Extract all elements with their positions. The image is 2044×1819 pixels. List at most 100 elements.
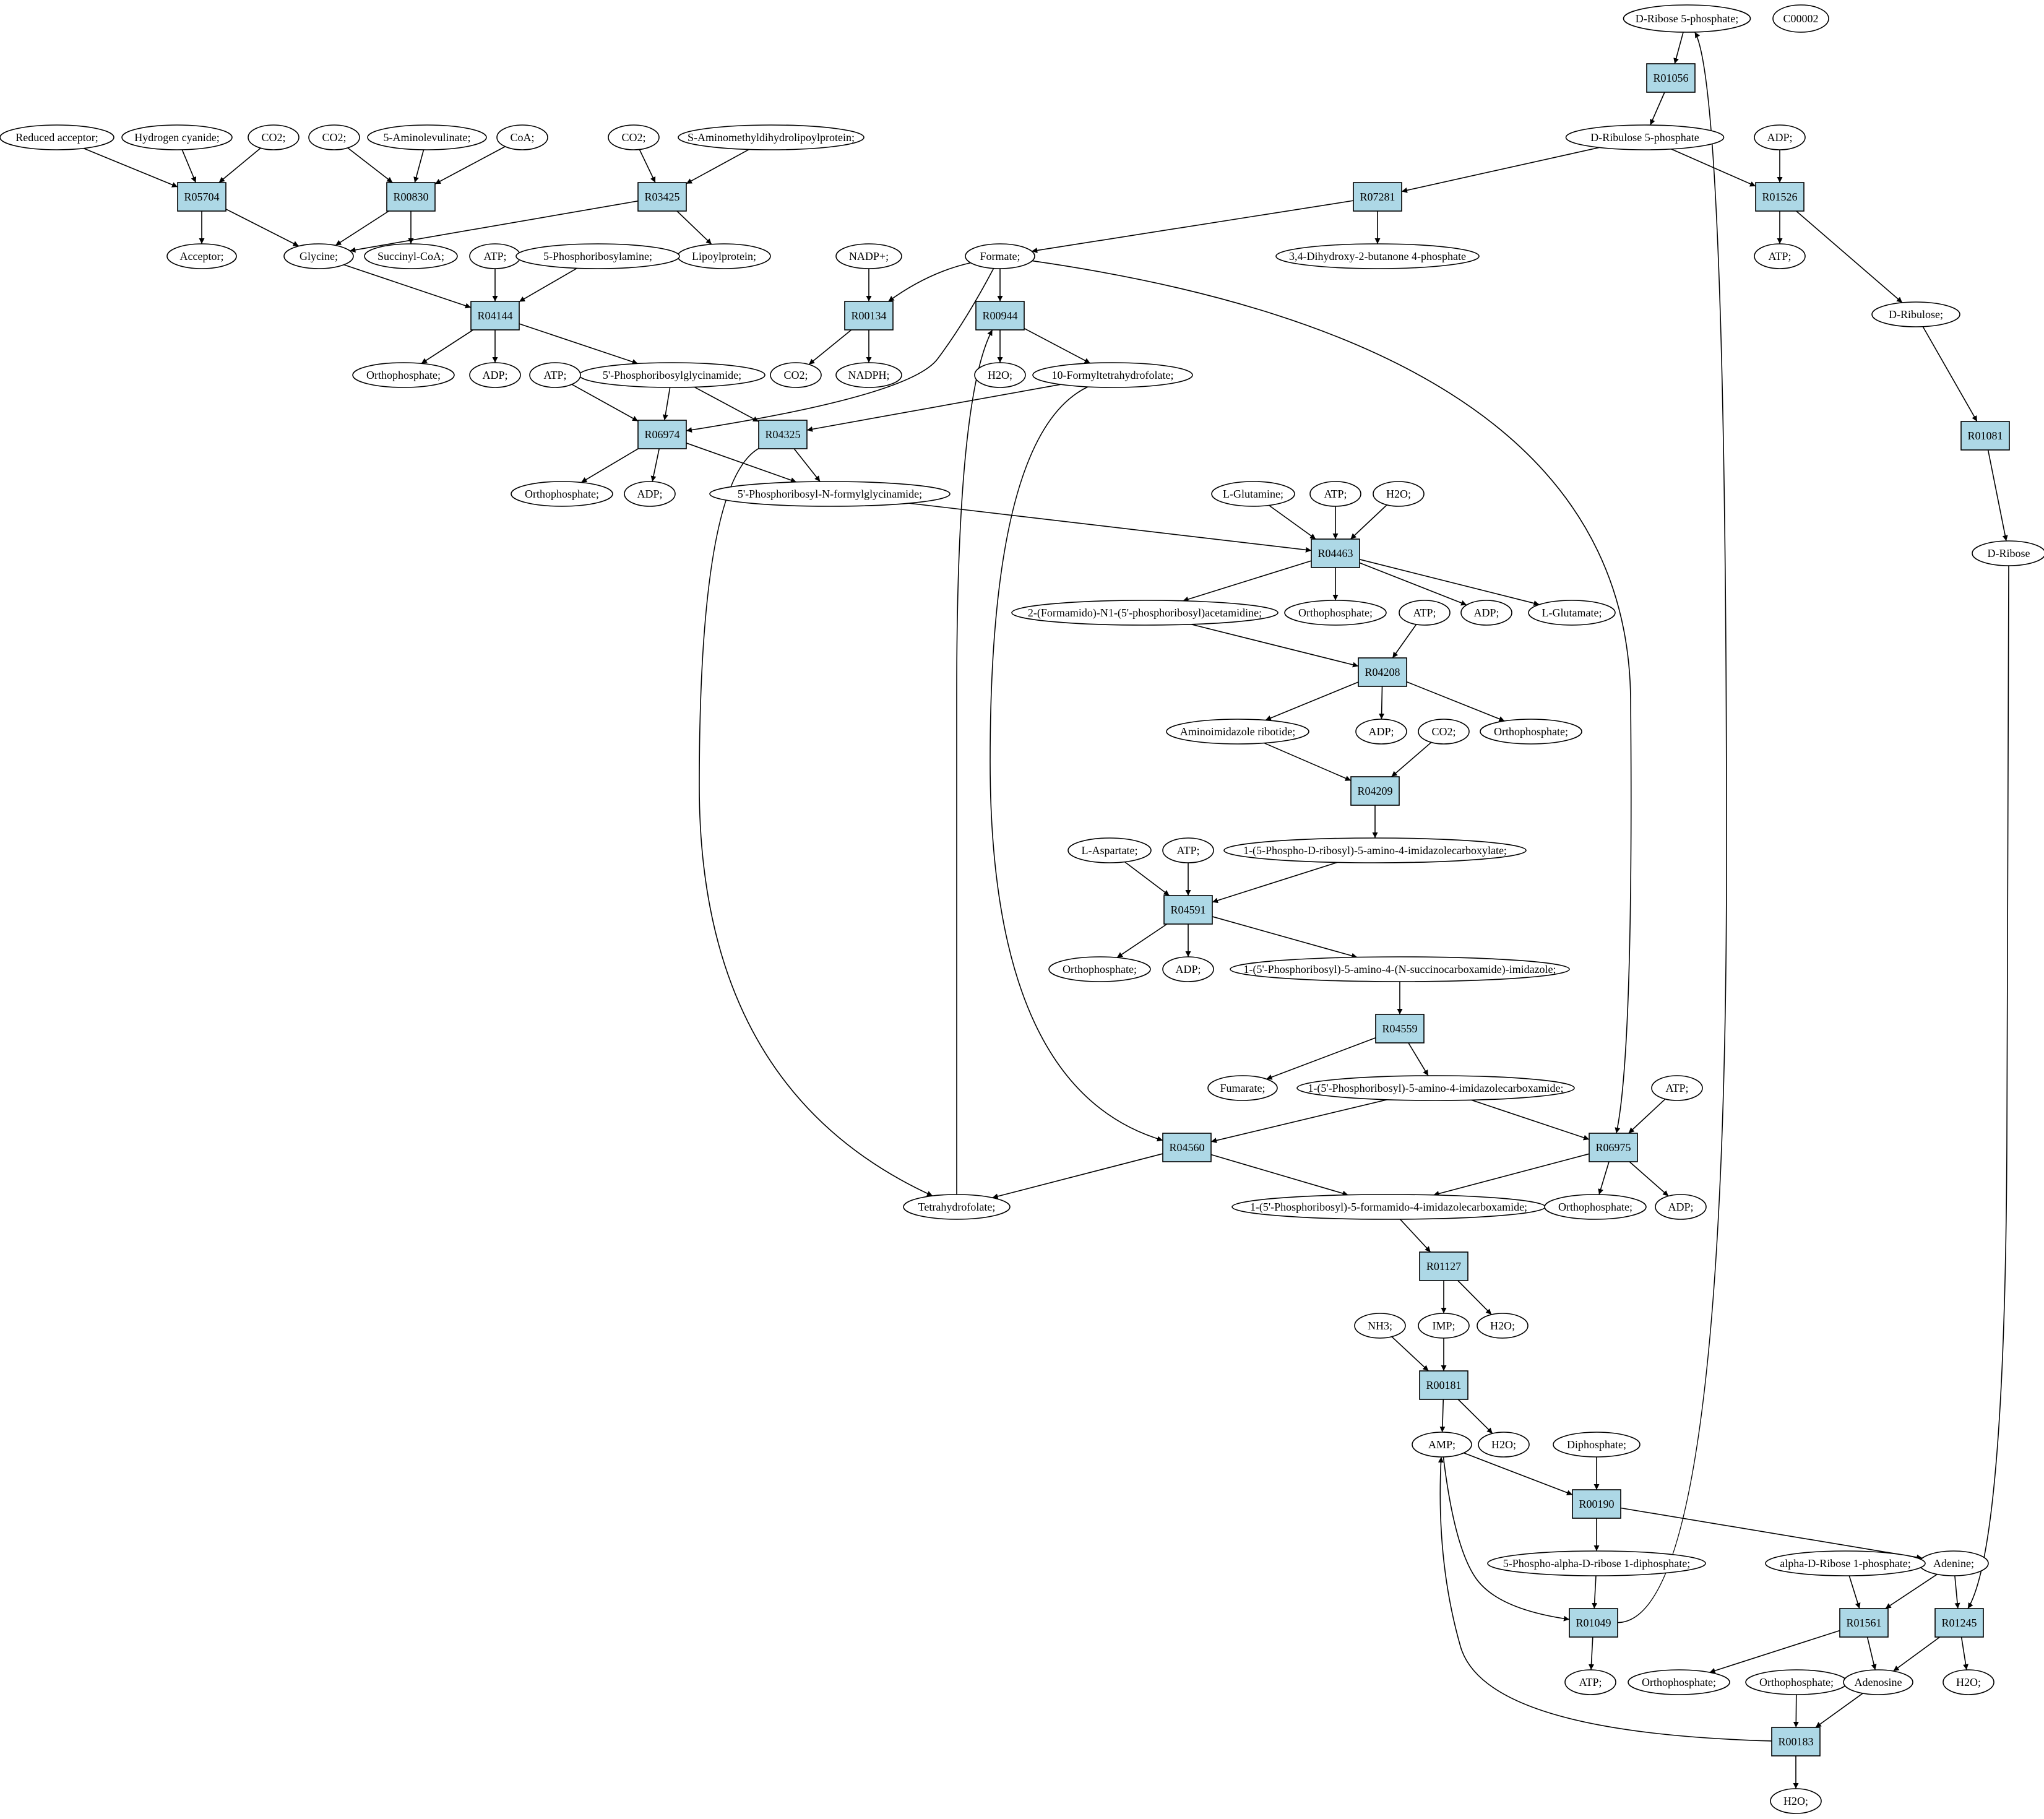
reaction-node-R00134[interactable]: R00134 [844, 301, 894, 331]
compound-node-C_pi_r04208[interactable]: Orthophosphate; [1480, 719, 1582, 745]
compound-node-C_co2_r00134[interactable]: CO2; [770, 362, 822, 388]
compound-node-C_ala[interactable]: 5-Aminolevulinate; [367, 124, 487, 150]
reaction-node-R04209[interactable]: R04209 [1350, 776, 1400, 806]
compound-node-C_adp_r04591[interactable]: ADP; [1162, 956, 1214, 982]
compound-node-C_rib5p[interactable]: D-Ribose 5-phosphate; [1623, 4, 1751, 33]
compound-node-C_nh3[interactable]: NH3; [1354, 1313, 1406, 1339]
compound-node-C_pi_r00183[interactable]: Orthophosphate; [1745, 1669, 1848, 1695]
compound-node-C_co2_3[interactable]: CO2; [608, 124, 660, 150]
compound-node-C_atp_r04463[interactable]: ATP; [1309, 481, 1361, 507]
compound-node-C_h2o_r00181[interactable]: H2O; [1478, 1432, 1530, 1458]
reaction-node-R04208[interactable]: R04208 [1358, 657, 1407, 687]
compound-node-C_atp_r06974[interactable]: ATP; [529, 362, 581, 388]
reaction-node-R04591[interactable]: R04591 [1163, 895, 1213, 925]
reaction-node-R04463[interactable]: R04463 [1311, 538, 1360, 568]
compound-node-C_gar[interactable]: 5'-Phosphoribosylglycinamide; [579, 362, 765, 388]
compound-node-C_10fthf[interactable]: 10-Formyltetrahydrofolate; [1032, 362, 1193, 388]
compound-node-C_co2_1[interactable]: CO2; [248, 124, 300, 150]
compound-node-C_hcn[interactable]: Hydrogen cyanide; [121, 124, 233, 150]
reaction-node-R00181[interactable]: R00181 [1419, 1370, 1468, 1400]
reaction-node-R01561[interactable]: R01561 [1839, 1608, 1889, 1638]
compound-node-C_lipo[interactable]: Lipoylprotein; [677, 243, 771, 269]
reaction-node-R01049[interactable]: R01049 [1569, 1608, 1618, 1638]
compound-node-C_coa[interactable]: CoA; [496, 124, 548, 150]
compound-node-C_nadp[interactable]: NADP+; [835, 243, 902, 269]
compound-node-C_adenine[interactable]: Adenine; [1918, 1550, 1989, 1576]
reaction-node-R00183[interactable]: R00183 [1771, 1727, 1821, 1756]
compound-node-C_ribulose[interactable]: D-Ribulose; [1871, 301, 1960, 327]
compound-node-C_ribose[interactable]: D-Ribose [1972, 540, 2044, 566]
compound-node-C_redacc[interactable]: Reduced acceptor; [0, 124, 114, 150]
compound-node-C00002[interactable]: C00002 [1772, 4, 1829, 33]
compound-node-C_ppi[interactable]: Diphosphate; [1553, 1432, 1641, 1458]
compound-node-C_prpp[interactable]: 5-Phospho-alpha-D-ribose 1-diphosphate; [1487, 1550, 1706, 1576]
reaction-node-R01127[interactable]: R01127 [1419, 1251, 1468, 1281]
compound-node-C_nadph[interactable]: NADPH; [835, 362, 902, 388]
compound-node-C_h2o_r00183[interactable]: H2O; [1770, 1788, 1822, 1814]
compound-node-C_amp[interactable]: AMP; [1412, 1432, 1472, 1458]
reaction-node-R00190[interactable]: R00190 [1572, 1489, 1621, 1519]
compound-node-C_cair[interactable]: 1-(5-Phospho-D-ribosyl)-5-amino-4-imidaz… [1223, 837, 1527, 863]
compound-node-C_atp_r04144[interactable]: ATP; [469, 243, 521, 269]
compound-node-C_atp_r04208[interactable]: ATP; [1399, 600, 1451, 626]
compound-node-C_atp_r01526[interactable]: ATP; [1754, 243, 1806, 269]
compound-node-C_pi_r04591[interactable]: Orthophosphate; [1048, 956, 1151, 982]
compound-node-C_saicar[interactable]: 1-(5'-Phosphoribosyl)-5-amino-4-(N-succi… [1230, 956, 1570, 982]
compound-node-C_aicar[interactable]: 1-(5'-Phosphoribosyl)-5-amino-4-imidazol… [1296, 1075, 1575, 1101]
reaction-node-R04560[interactable]: R04560 [1162, 1133, 1212, 1162]
compound-node-C_asp[interactable]: L-Aspartate; [1067, 837, 1152, 863]
reaction-node-R01081[interactable]: R01081 [1960, 421, 2010, 451]
compound-node-C_atp_r01049[interactable]: ATP; [1564, 1669, 1616, 1695]
compound-node-C_co2_r04209[interactable]: CO2; [1418, 719, 1470, 745]
compound-node-C_adp_r04144[interactable]: ADP; [469, 362, 521, 388]
reaction-node-R01056[interactable]: R01056 [1646, 63, 1696, 93]
compound-node-C_succoa[interactable]: Succinyl-CoA; [364, 243, 458, 269]
compound-node-C_adenosine[interactable]: Adenosine [1843, 1669, 1913, 1695]
reaction-node-R00944[interactable]: R00944 [975, 301, 1025, 331]
compound-node-C_atp_r06975[interactable]: ATP; [1651, 1075, 1703, 1101]
compound-node-C_fum[interactable]: Fumarate; [1207, 1075, 1278, 1101]
compound-node-C_pi_r06974[interactable]: Orthophosphate; [511, 481, 613, 507]
reaction-node-R04559[interactable]: R04559 [1375, 1014, 1425, 1043]
compound-node-C_adp_r06974[interactable]: ADP; [624, 481, 676, 507]
compound-node-C_pi_r06975[interactable]: Orthophosphate; [1544, 1194, 1647, 1220]
reaction-node-R04144[interactable]: R04144 [470, 301, 520, 331]
compound-node-C_h2o_r01127[interactable]: H2O; [1477, 1313, 1529, 1339]
compound-node-C_formate[interactable]: Formate; [965, 243, 1035, 269]
compound-node-C_adp_top[interactable]: ADP; [1754, 124, 1806, 150]
compound-node-C_pi_r04463[interactable]: Orthophosphate; [1284, 600, 1387, 626]
reaction-node-R04325[interactable]: R04325 [758, 420, 808, 449]
compound-node-C_h2o_r00944[interactable]: H2O; [974, 362, 1026, 388]
reaction-node-R00830[interactable]: R00830 [386, 182, 436, 212]
compound-node-C_pi_r04144[interactable]: Orthophosphate; [352, 362, 455, 388]
compound-node-C_dhbp[interactable]: 3,4-Dihydroxy-2-butanone 4-phosphate [1275, 243, 1480, 269]
compound-node-C_pi_r01561[interactable]: Orthophosphate; [1628, 1669, 1730, 1695]
compound-node-C_gln[interactable]: L-Glutamine; [1211, 481, 1295, 507]
reaction-node-R06975[interactable]: R06975 [1589, 1133, 1638, 1162]
reaction-node-R06974[interactable]: R06974 [637, 420, 687, 449]
reaction-node-R01245[interactable]: R01245 [1934, 1608, 1984, 1638]
reaction-node-R05704[interactable]: R05704 [177, 182, 226, 212]
compound-node-C_glycine[interactable]: Glycine; [283, 243, 354, 269]
reaction-node-R03425[interactable]: R03425 [637, 182, 687, 212]
compound-node-C_air[interactable]: Aminoimidazole ribotide; [1166, 719, 1309, 745]
compound-node-C_ribu5p[interactable]: D-Ribulose 5-phosphate [1565, 124, 1725, 150]
compound-node-C_co2_2[interactable]: CO2; [308, 124, 360, 150]
compound-node-C_prpa[interactable]: 5-Phosphoribosylamine; [515, 243, 680, 269]
compound-node-C_imp[interactable]: IMP; [1418, 1313, 1470, 1339]
reaction-node-R07281[interactable]: R07281 [1353, 182, 1402, 212]
compound-node-C_adp_r04463[interactable]: ADP; [1460, 600, 1512, 626]
reaction-node-R01526[interactable]: R01526 [1755, 182, 1805, 212]
compound-node-C_h2o_r01245[interactable]: H2O; [1943, 1669, 1994, 1695]
compound-node-C_fgam[interactable]: 2-(Formamido)-N1-(5'-phosphoribosyl)acet… [1011, 600, 1279, 626]
compound-node-C_adp_r04208[interactable]: ADP; [1355, 719, 1407, 745]
compound-node-C_thf[interactable]: Tetrahydrofolate; [903, 1194, 1011, 1220]
compound-node-C_adp_r06975[interactable]: ADP; [1655, 1194, 1707, 1220]
compound-node-C_r1p[interactable]: alpha-D-Ribose 1-phosphate; [1765, 1550, 1926, 1576]
compound-node-C_samdl[interactable]: S-Aminomethyldihydrolipoylprotein; [678, 124, 865, 150]
compound-node-C_h2o_r04463[interactable]: H2O; [1373, 481, 1425, 507]
compound-node-C_fgar[interactable]: 5'-Phosphoribosyl-N-formylglycinamide; [709, 481, 951, 507]
compound-node-C_glu[interactable]: L-Glutamate; [1528, 600, 1616, 626]
compound-node-C_atp_r04591[interactable]: ATP; [1162, 837, 1214, 863]
compound-node-C_faicar[interactable]: 1-(5'-Phosphoribosyl)-5-formamido-4-imid… [1231, 1194, 1546, 1220]
